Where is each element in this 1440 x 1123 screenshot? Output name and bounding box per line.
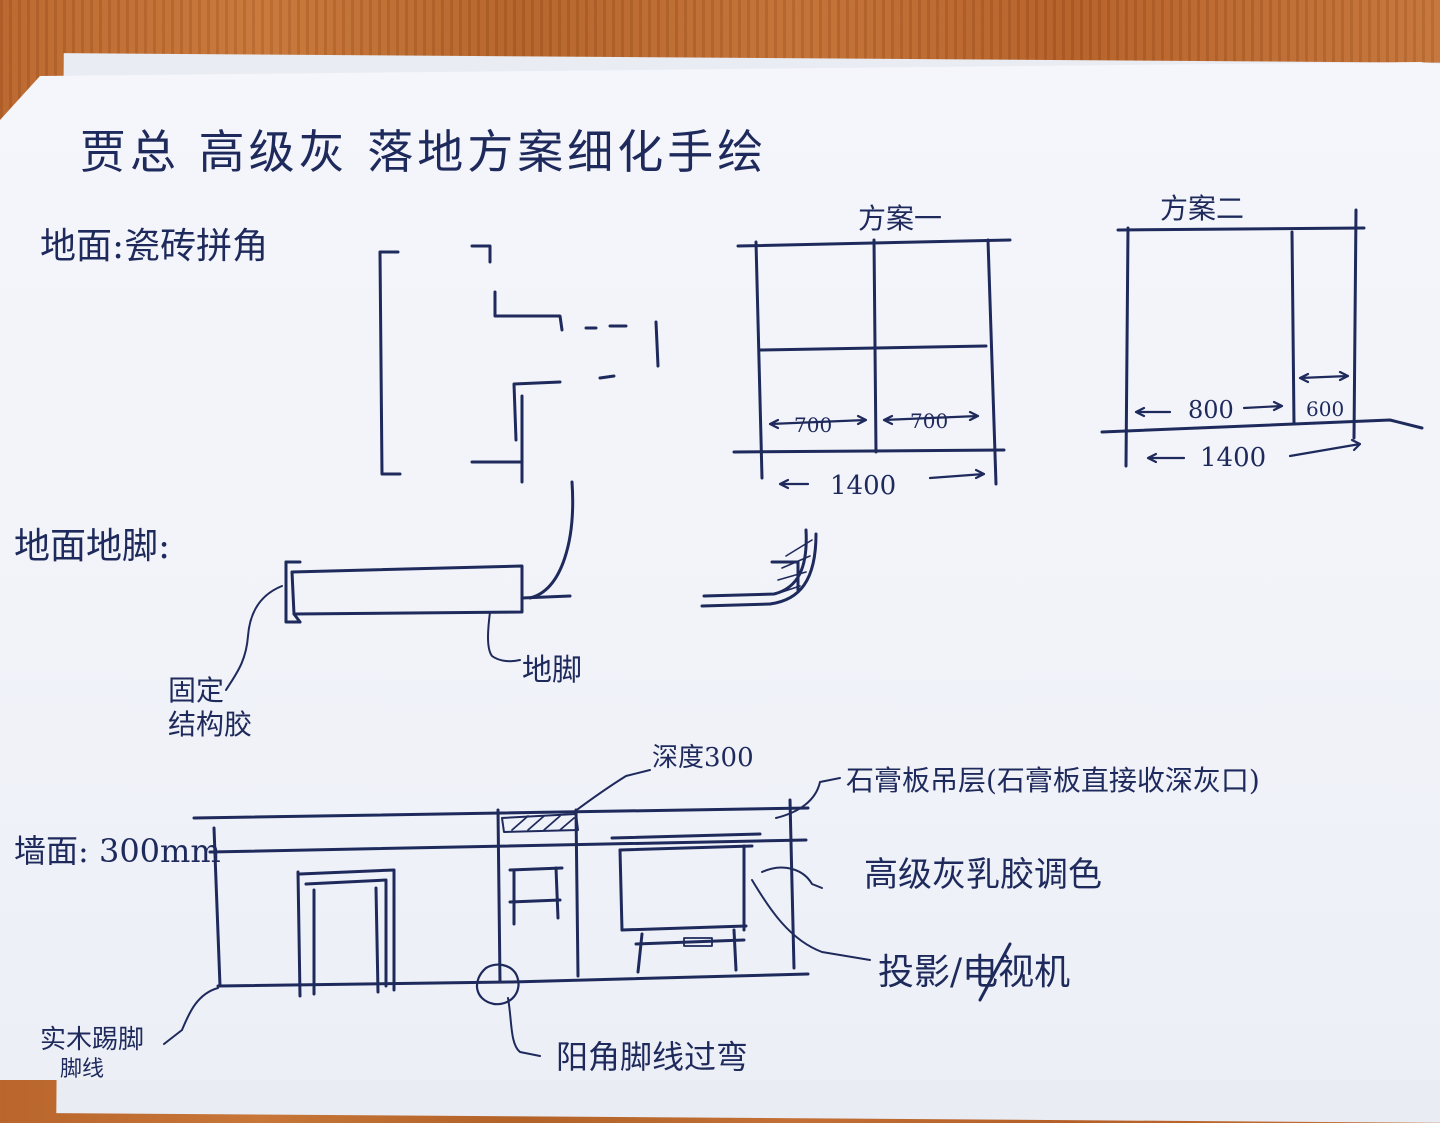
scheme-two-dim-right: 600: [1306, 397, 1344, 421]
scheme-two-dim-total: 1400: [1200, 443, 1266, 473]
floor-plan-outline: [378, 244, 660, 600]
sketch-title: 贾总 高级灰 落地方案细化手绘: [80, 125, 767, 179]
scheme-one-label: 方案一: [858, 202, 942, 235]
scheme-two-dim-left: 800: [1188, 396, 1234, 424]
wall-tv-note: 投影/电视机: [878, 952, 1070, 993]
corner-skirting-detail: [700, 528, 818, 608]
wall-section-label: 墙面: 300mm: [14, 832, 221, 870]
skirting-section-label: 地面地脚:: [14, 526, 170, 567]
floor-section-label: 地面:瓷砖拼角: [40, 226, 268, 267]
hand-sketch-drawing: 贾总 高级灰 落地方案细化手绘 地面:瓷砖拼角 地面地脚: 墙面: 300mm …: [14, 125, 1424, 1080]
wall-annotation-leaders: [163, 769, 1012, 1057]
skirting-fixing-note-2: 结构胶: [168, 708, 252, 741]
wall-elevation: [192, 798, 810, 1006]
skirting-fixing-note: 固定: [168, 674, 224, 707]
skirting-section-detail: [225, 560, 572, 691]
wall-wood-note-2: 脚线: [60, 1057, 104, 1080]
wall-gypsum-note: 石膏板吊层(石膏板直接收深灰口): [846, 764, 1260, 797]
scheme-one-tile-grid: [732, 238, 1012, 490]
wall-depth-note: 深度300: [652, 743, 754, 773]
wall-wood-note: 实木踢脚: [40, 1025, 144, 1055]
scheme-one-dim-total: 1400: [830, 471, 896, 501]
wall-paint-note: 高级灰乳胶调色: [864, 855, 1102, 895]
wall-transition-note: 阳角脚线过弯: [556, 1038, 748, 1076]
sketch-paper: [0, 62, 1440, 1080]
scheme-one-dim-right: 700: [910, 409, 948, 433]
scheme-two-label: 方案二: [1160, 192, 1244, 225]
scheme-one-dim-left: 700: [794, 413, 832, 437]
scheme-two-tile-grid: [1100, 208, 1424, 468]
skirting-label: 地脚: [522, 653, 582, 688]
